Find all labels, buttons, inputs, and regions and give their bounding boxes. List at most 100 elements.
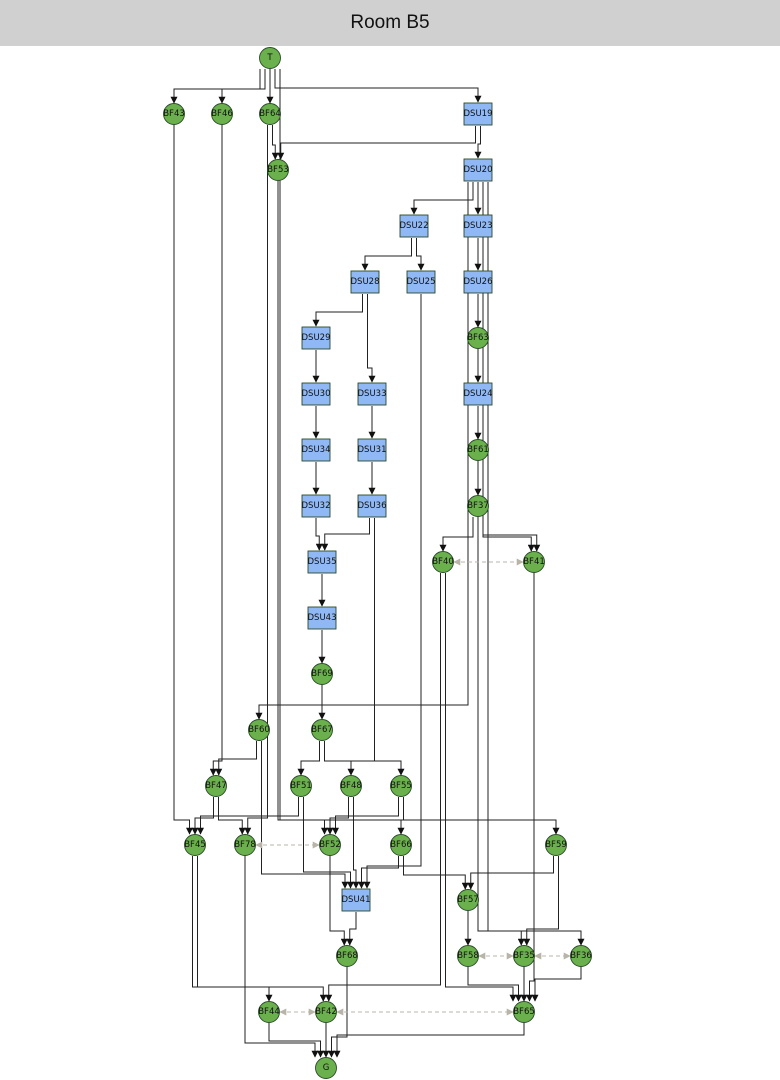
- node-dsu30[interactable]: DSU30: [301, 382, 331, 406]
- node-label: DSU22: [400, 221, 429, 231]
- node-bf61[interactable]: BF61: [467, 439, 489, 461]
- edge-DSU19-DSU20: [474, 126, 482, 159]
- node-bf60[interactable]: BF60: [248, 719, 270, 741]
- edge-DSU41-BF68: [346, 912, 357, 946]
- dsu-box: [399, 214, 429, 238]
- node-bf53[interactable]: BF53: [267, 159, 289, 181]
- node-label: BF40: [432, 557, 454, 567]
- node-label: BF48: [340, 781, 362, 791]
- edge-BF59-BF57: [467, 856, 554, 890]
- node-bf43[interactable]: BF43: [163, 103, 185, 125]
- node-bf57[interactable]: BF57: [457, 889, 479, 911]
- node-bf55[interactable]: BF55: [390, 775, 412, 797]
- node-bf40[interactable]: BF40: [432, 551, 454, 573]
- node-dsu41[interactable]: DSU41: [341, 888, 371, 912]
- bf-circle: [184, 834, 206, 856]
- node-dsu23[interactable]: DSU23: [464, 214, 493, 238]
- node-label: BF68: [336, 951, 358, 961]
- node-dsu43[interactable]: DSU43: [308, 606, 337, 630]
- dsu-box: [301, 326, 331, 350]
- node-label: BF41: [523, 557, 545, 567]
- edge-DSU19-BF53: [277, 126, 476, 160]
- node-label: DSU29: [302, 333, 331, 343]
- bf-circle: [545, 834, 567, 856]
- edge-BF45-BF44: [192, 856, 273, 1002]
- node-dsu31[interactable]: DSU31: [357, 438, 387, 462]
- node-bf65[interactable]: BF65: [513, 1001, 535, 1023]
- dsu-box: [463, 102, 493, 126]
- node-label: BF63: [467, 333, 489, 343]
- edge-BF48-DSU41: [352, 797, 360, 889]
- node-bf45[interactable]: BF45: [184, 834, 206, 856]
- node-label: DSU31: [358, 445, 387, 455]
- node-g[interactable]: G: [315, 1057, 337, 1079]
- node-bf78[interactable]: BF78: [234, 834, 256, 856]
- node-bf48[interactable]: BF48: [340, 775, 362, 797]
- node-label: BF57: [457, 895, 479, 905]
- node-bf67[interactable]: BF67: [311, 719, 333, 741]
- node-bf44[interactable]: BF44: [258, 1001, 280, 1023]
- node-bf51[interactable]: BF51: [290, 775, 312, 797]
- node-dsu28[interactable]: DSU28: [351, 270, 380, 294]
- edge-DSU20-BF60: [255, 182, 469, 720]
- node-bf52[interactable]: BF52: [319, 834, 341, 856]
- node-label: BF61: [467, 445, 489, 455]
- node-dsu33[interactable]: DSU33: [357, 382, 387, 406]
- dsu-box: [357, 438, 387, 462]
- node-label: DSU34: [302, 445, 331, 455]
- edge-BF37-BF35: [477, 517, 525, 946]
- node-dsu35[interactable]: DSU35: [308, 550, 337, 574]
- node-bf63[interactable]: BF63: [467, 327, 489, 349]
- node-bf66[interactable]: BF66: [390, 834, 412, 856]
- edge-BF40-BF65: [445, 573, 517, 1002]
- node-label: BF64: [259, 109, 281, 119]
- node-dsu26[interactable]: DSU26: [464, 270, 493, 294]
- edge-BF37-BF41: [482, 517, 541, 552]
- bf-circle: [513, 1001, 535, 1023]
- node-bf46[interactable]: BF46: [211, 103, 233, 125]
- node-dsu32[interactable]: DSU32: [302, 494, 331, 518]
- node-dsu20[interactable]: DSU20: [464, 158, 493, 182]
- node-label: T: [266, 53, 273, 63]
- bf-circle: [248, 719, 270, 741]
- node-dsu22[interactable]: DSU22: [399, 214, 429, 238]
- edge-BF51-DSU41: [303, 797, 354, 889]
- node-dsu19[interactable]: DSU19: [463, 102, 493, 126]
- dsu-box: [301, 438, 331, 462]
- node-dsu25[interactable]: DSU25: [406, 270, 436, 294]
- node-dsu36[interactable]: DSU36: [358, 494, 387, 518]
- node-bf41[interactable]: BF41: [523, 551, 545, 573]
- node-label: DSU32: [302, 501, 331, 511]
- node-label: DSU30: [302, 389, 331, 399]
- node-bf64[interactable]: BF64: [259, 103, 281, 125]
- node-bf68[interactable]: BF68: [336, 945, 358, 967]
- dsu-box: [341, 888, 371, 912]
- dsu-box: [406, 270, 436, 294]
- bf-circle: [390, 775, 412, 797]
- node-bf35[interactable]: BF35: [513, 945, 535, 967]
- node-label: DSU25: [407, 277, 436, 287]
- node-t[interactable]: T: [259, 47, 281, 69]
- node-bf36[interactable]: BF36: [570, 945, 592, 967]
- node-bf37[interactable]: BF37: [467, 495, 489, 517]
- node-dsu29[interactable]: DSU29: [301, 326, 331, 350]
- node-dsu24[interactable]: DSU24: [464, 382, 493, 406]
- node-bf58[interactable]: BF58: [457, 945, 479, 967]
- edge-T-BF46: [218, 69, 266, 104]
- node-label: BF55: [390, 781, 412, 791]
- edge-BF65-G: [333, 1023, 525, 1058]
- dsu-box: [301, 382, 331, 406]
- edge-DSU36-BF48: [347, 518, 375, 776]
- edge-DSU25-DSU41: [363, 294, 422, 889]
- node-bf42[interactable]: BF42: [315, 1001, 337, 1023]
- node-bf69[interactable]: BF69: [311, 663, 333, 685]
- node-label: DSU35: [308, 557, 337, 567]
- bf-circle: [457, 889, 479, 911]
- node-bf59[interactable]: BF59: [545, 834, 567, 856]
- edge-T-DSU19: [274, 69, 482, 103]
- node-dsu34[interactable]: DSU34: [301, 438, 331, 462]
- dsu-box: [357, 382, 387, 406]
- edge-BF67-BF55: [324, 741, 405, 776]
- node-bf47[interactable]: BF47: [205, 775, 227, 797]
- bf-circle: [319, 834, 341, 856]
